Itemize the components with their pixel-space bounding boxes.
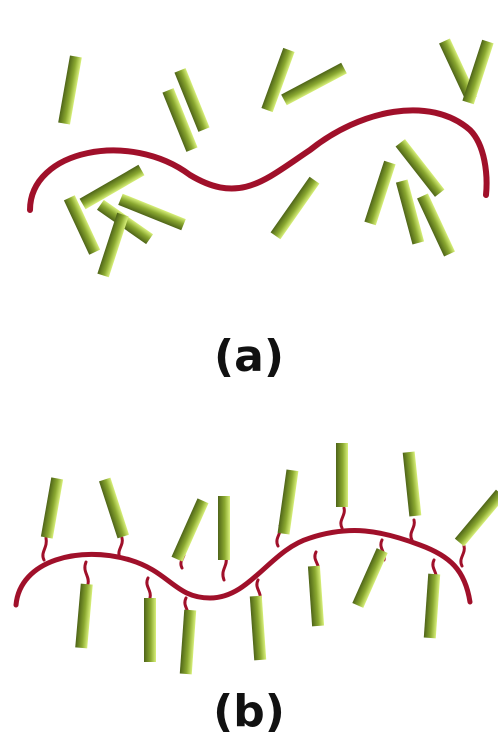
linker bbox=[411, 520, 414, 540]
rod bbox=[364, 161, 395, 226]
caption-a: (a) bbox=[0, 335, 498, 379]
rod bbox=[336, 443, 348, 507]
rod bbox=[462, 40, 493, 105]
rod bbox=[144, 598, 156, 662]
rod bbox=[271, 177, 320, 240]
rod bbox=[99, 478, 129, 539]
lower-rods-b bbox=[75, 548, 440, 674]
linker bbox=[43, 538, 46, 560]
linker bbox=[147, 578, 150, 598]
rod bbox=[396, 180, 424, 245]
diagram-panel-a bbox=[0, 0, 498, 300]
rod bbox=[75, 584, 93, 649]
linker bbox=[85, 562, 88, 584]
rod bbox=[97, 213, 128, 278]
diagram-panel-b bbox=[0, 420, 498, 690]
rod bbox=[250, 596, 266, 661]
rod bbox=[352, 548, 387, 608]
rod bbox=[455, 490, 498, 547]
rod bbox=[424, 574, 440, 639]
rod bbox=[278, 469, 299, 534]
rods-group-a bbox=[58, 38, 493, 277]
rod bbox=[64, 195, 100, 254]
linker bbox=[341, 508, 344, 528]
rod bbox=[58, 55, 82, 124]
rod bbox=[403, 452, 422, 517]
rod bbox=[308, 566, 324, 627]
rod bbox=[172, 498, 209, 561]
diagram-b-svg bbox=[0, 420, 498, 690]
diagram-a-svg bbox=[0, 0, 498, 300]
rod bbox=[218, 496, 230, 560]
caption-b: (b) bbox=[0, 690, 498, 734]
rod bbox=[180, 610, 196, 675]
linker bbox=[461, 546, 464, 566]
rod bbox=[281, 63, 347, 106]
rod bbox=[41, 477, 63, 538]
linker bbox=[119, 538, 122, 558]
linker bbox=[223, 558, 226, 580]
rod bbox=[417, 193, 455, 256]
upper-rods-b bbox=[41, 443, 498, 562]
